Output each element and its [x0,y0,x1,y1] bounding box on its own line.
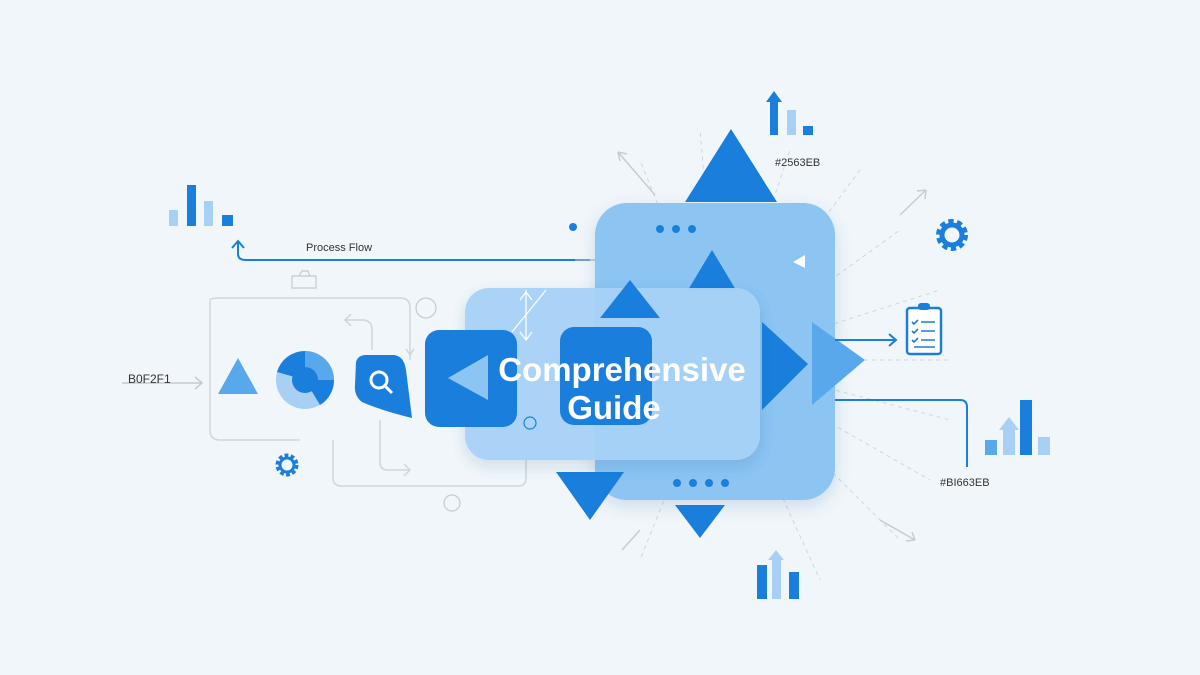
dot [569,223,577,231]
top-triangle [685,129,777,202]
input-arrow [122,376,204,390]
donut-chart-icon [276,350,335,409]
title-line-1: Comprehensive [498,351,746,388]
gear-icon [275,453,299,477]
process-flow-box [209,297,527,487]
clipboard-arrow [835,333,898,347]
dots-bottom [673,479,729,487]
front-triangle [600,280,660,318]
title-line-2: Guide [567,389,661,426]
back-arrow-icon [448,355,488,400]
bottom-triangle [675,505,725,538]
bar-chart-icon-top [766,91,813,135]
search-badge [354,355,412,418]
process-flow-line [237,242,590,261]
triangle-icon [218,358,258,394]
chat-bubble-icon [415,297,437,319]
bottom-color-label: #BI663EB [940,477,990,489]
bar-chart-icon-top-left [169,185,233,226]
gray-arrows [617,151,927,551]
chart-bubble-icon [443,494,461,512]
bottom-left-triangle [556,472,624,520]
forward-tile [560,327,652,425]
up-arrow-icon [231,239,245,249]
right-triangle-dark [762,322,808,410]
small-x-icon [523,416,537,430]
bar-chart-icon-bottom [757,550,799,599]
gear-icon-right [936,219,968,251]
connector-line [835,399,968,467]
dots-top [656,225,696,233]
right-triangle [812,322,865,405]
play-mark [793,255,805,268]
resize-arrows [511,289,547,341]
clipboard-icon [905,303,943,356]
search-icon [369,370,389,390]
top-color-label: #2563EB [775,157,820,169]
inner-triangle [688,250,736,290]
bar-chart-icon-right [985,400,1050,455]
left-color-label: B0F2F1 [128,372,171,386]
bag-icon [291,270,317,289]
process-flow-label: Process Flow [306,242,372,254]
